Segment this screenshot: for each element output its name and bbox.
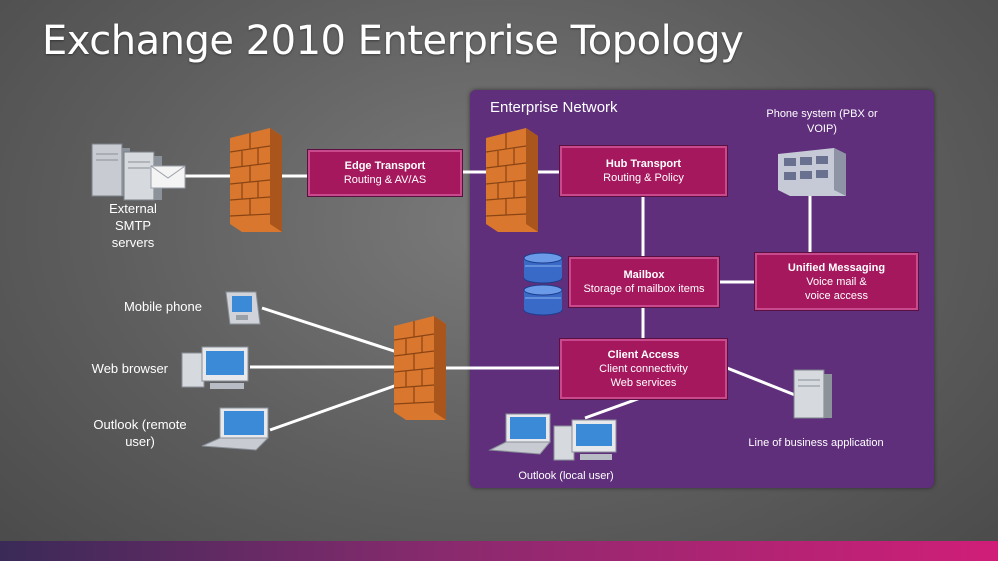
phone-system-line-2: VOIP) xyxy=(807,123,837,135)
line-of-business-label: Line of business application xyxy=(748,437,884,449)
line-mobile-fw3 xyxy=(261,306,398,354)
phone-system-line-1: Phone system (PBX or xyxy=(766,108,878,120)
external-smtp-line-3: servers xyxy=(111,235,155,250)
line-cas-lob xyxy=(726,366,796,397)
firewall-icon xyxy=(230,128,282,232)
firewall-icon xyxy=(394,316,446,420)
edge-transport-desc: Routing & AV/AS xyxy=(343,174,427,186)
client-access-box[interactable]: Client Access Client connectivity Web se… xyxy=(560,339,727,399)
phone-system-label: Phone system (PBX or VOIP) xyxy=(748,107,896,137)
envelope-icon xyxy=(150,165,186,189)
outlook-remote-line-1: Outlook (remote xyxy=(93,417,187,432)
server-icon xyxy=(793,369,832,419)
bottom-accent-bar xyxy=(0,541,998,561)
pbx-icon xyxy=(778,148,846,196)
unified-messaging-box[interactable]: Unified Messaging Voice mail & voice acc… xyxy=(755,253,918,310)
enterprise-network-label: Enterprise Network xyxy=(490,99,618,116)
mobile-phone-icon xyxy=(225,291,261,325)
desktop-computer-icon xyxy=(553,419,617,461)
line-cas-local xyxy=(584,395,644,420)
firewall-icon xyxy=(486,128,538,232)
client-access-desc-2: Web services xyxy=(610,377,677,389)
outlook-remote-label: Outlook (remote user) xyxy=(82,416,198,450)
hub-transport-title: Hub Transport xyxy=(605,158,682,170)
desktop-computer-icon xyxy=(181,346,249,389)
laptop-icon xyxy=(488,413,552,455)
mobile-phone-label: Mobile phone xyxy=(123,299,202,314)
external-smtp-line-2: SMTP xyxy=(114,218,152,233)
client-access-title: Client Access xyxy=(607,349,680,361)
unified-messaging-desc-1: Voice mail & xyxy=(806,275,867,288)
line-outlook-fw3 xyxy=(269,383,398,432)
hub-transport-desc: Routing & Policy xyxy=(603,172,684,184)
client-access-desc-1: Client connectivity xyxy=(599,363,688,375)
outlook-remote-line-2: user) xyxy=(125,434,155,449)
web-browser-label: Web browser xyxy=(91,361,168,376)
external-smtp-label: External SMTP servers xyxy=(92,200,174,251)
unified-messaging-desc-2: voice access xyxy=(805,289,868,302)
mailbox-box[interactable]: Mailbox Storage of mailbox items xyxy=(569,257,719,307)
external-smtp-line-1: External xyxy=(109,201,157,216)
mailbox-title: Mailbox xyxy=(623,269,665,281)
laptop-icon xyxy=(201,407,270,451)
unified-messaging-title: Unified Messaging xyxy=(787,261,886,274)
outlook-local-label: Outlook (local user) xyxy=(518,470,614,482)
slide-title: Exchange 2010 Enterprise Topology xyxy=(42,18,744,64)
database-icon xyxy=(523,252,563,316)
mailbox-desc: Storage of mailbox items xyxy=(583,283,705,295)
edge-transport-title: Edge Transport xyxy=(344,160,426,172)
hub-transport-box[interactable]: Hub Transport Routing & Policy xyxy=(560,146,727,196)
edge-transport-box[interactable]: Edge Transport Routing & AV/AS xyxy=(308,150,462,196)
